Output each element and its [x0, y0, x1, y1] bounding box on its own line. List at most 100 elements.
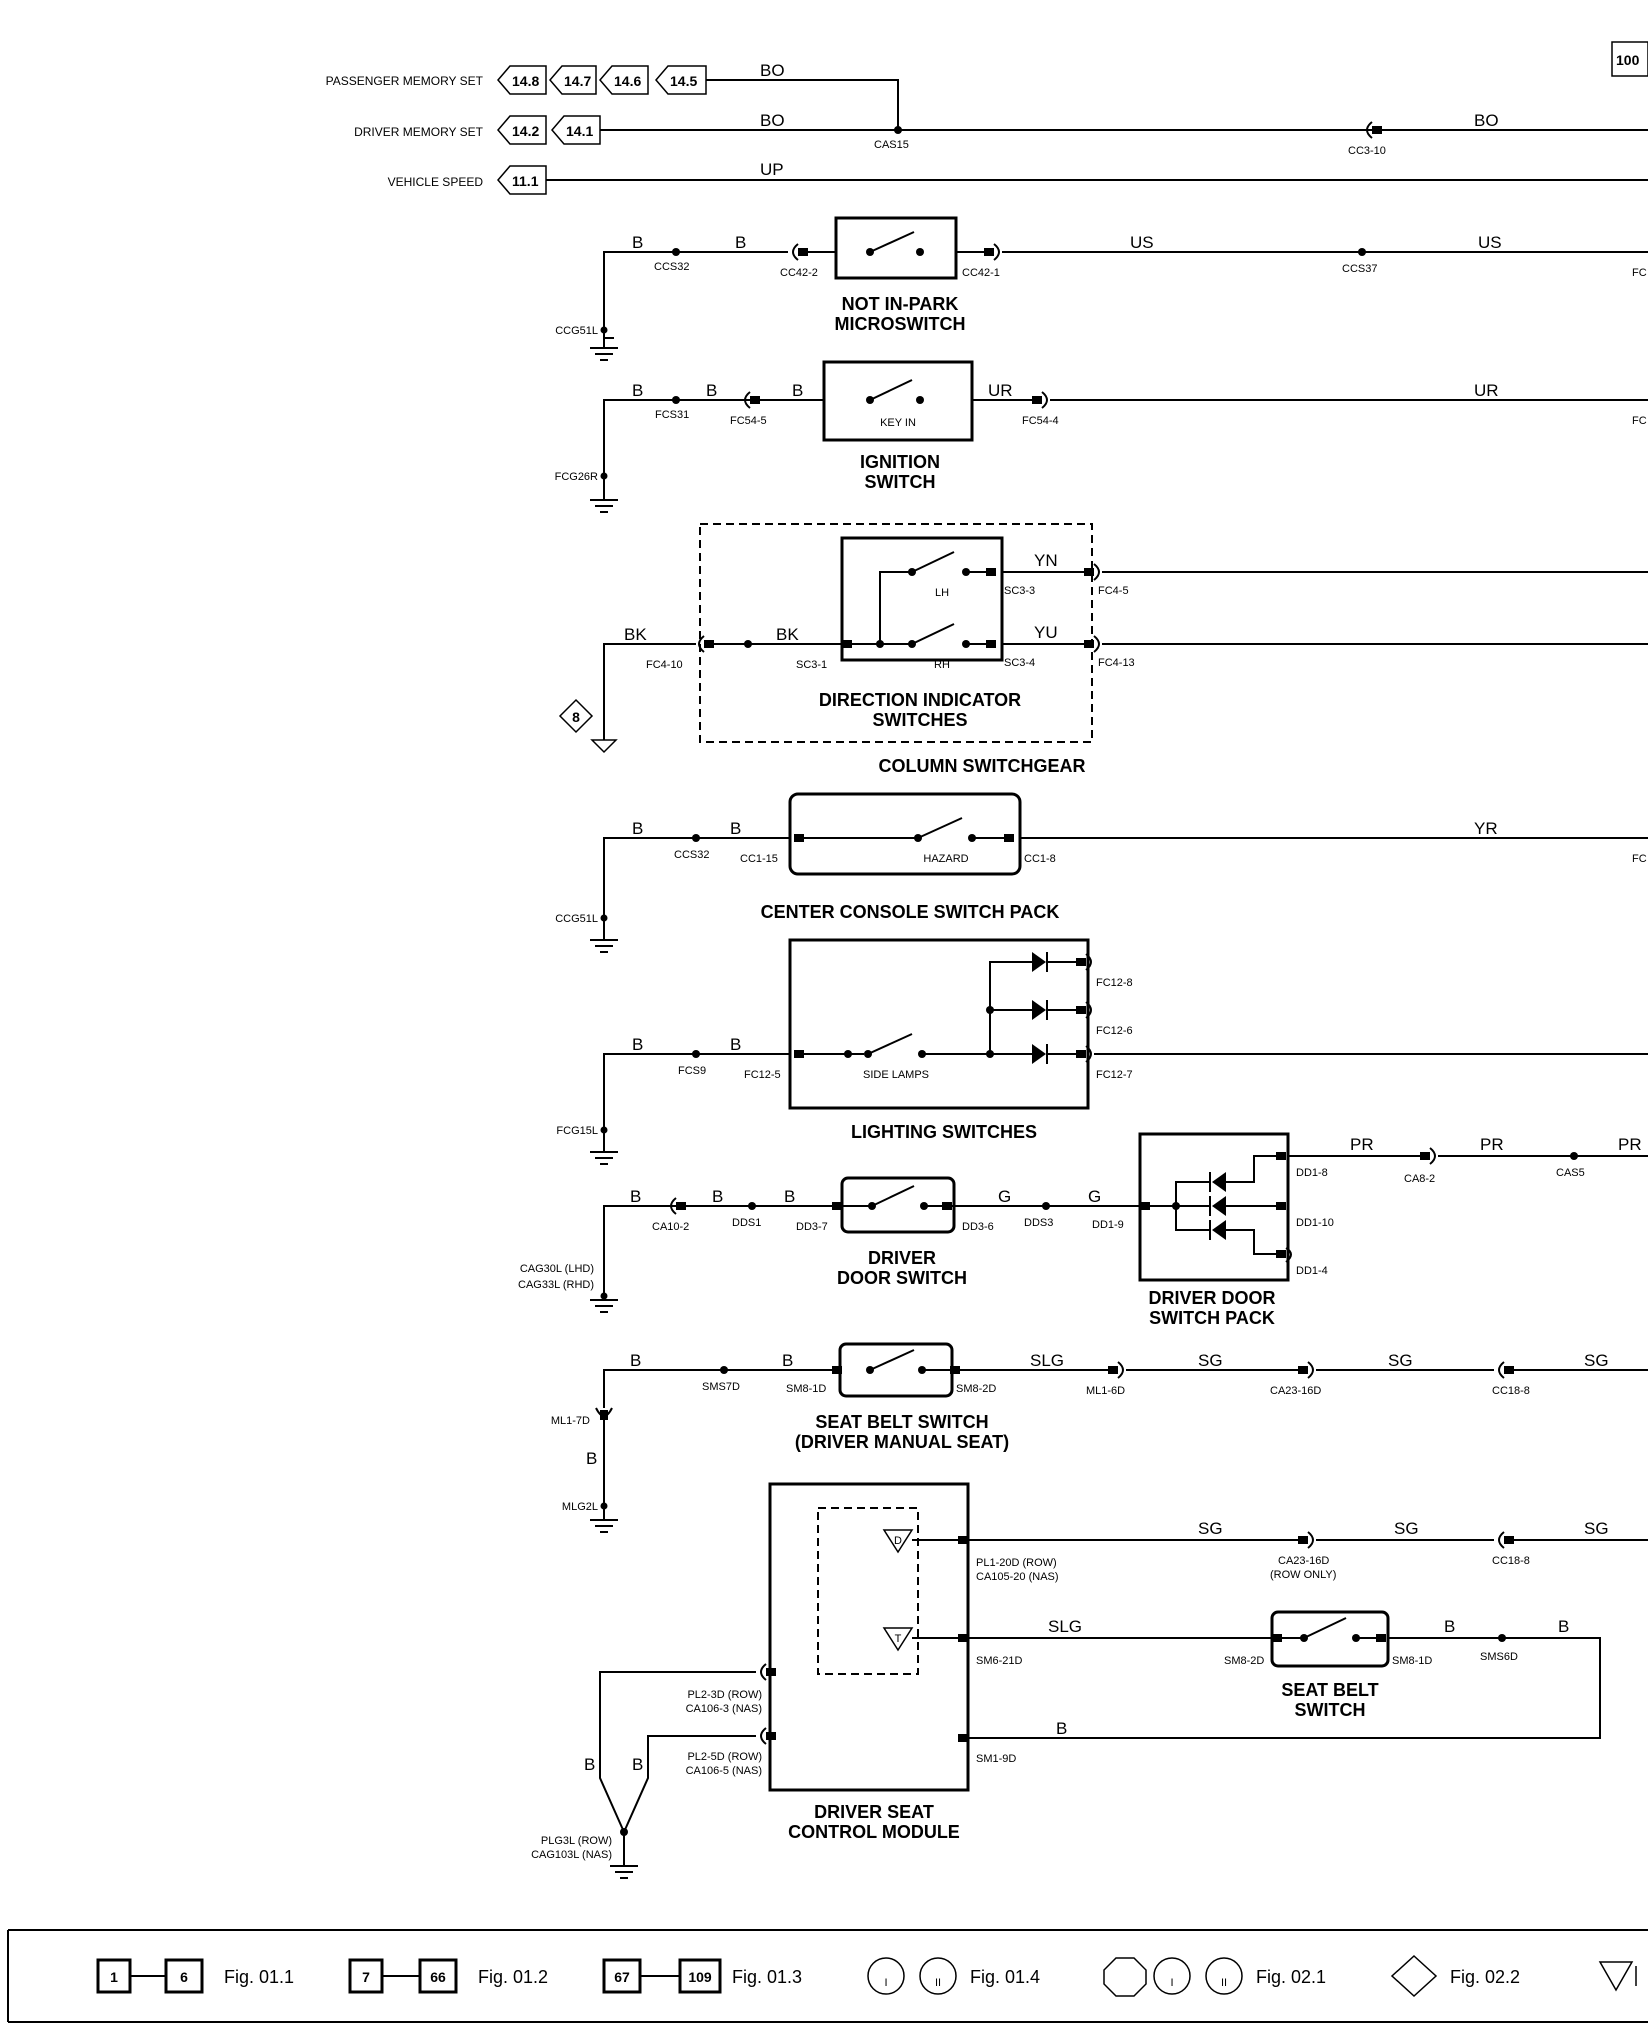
connector-pin — [984, 248, 994, 256]
legend-symbol: I — [1170, 1977, 1173, 1989]
connector-label: SM1-9D — [976, 1753, 1016, 1765]
ref-arrow — [497, 65, 547, 95]
legend-fig: Fig. 01.1 — [224, 1967, 294, 1987]
connector-label: CA23-16D — [1270, 1385, 1321, 1397]
contact-label: HAZARD — [923, 853, 968, 865]
wire-color: SG — [1388, 1351, 1413, 1370]
connector-label: CA106-3 (NAS) — [686, 1703, 762, 1715]
splice-label: CCS32 — [674, 849, 709, 861]
triangle-symbol — [1598, 1961, 1634, 1992]
ref-arrow — [549, 65, 597, 95]
connector-label: DD3-7 — [796, 1221, 828, 1233]
component-title: CENTER CONSOLE SWITCH PACK — [761, 902, 1060, 922]
seat-belt-switch-manual: ML1-7D B MLG2L B SMS7D B SM8-1D SM8-2D S… — [551, 1342, 1648, 1533]
edge-connector-label: FC — [1632, 853, 1647, 865]
splice-label: DDS1 — [732, 1217, 761, 1229]
wire-color: B — [784, 1187, 795, 1206]
wire-color: B — [632, 233, 643, 252]
center-console-switch-pack: CCG51L CCS32 B B CC1-15 HAZARD CC1-8 YR … — [555, 792, 1648, 953]
legend-ref: 7 — [362, 1969, 370, 1985]
splice-label: DDS3 — [1024, 1217, 1053, 1229]
group-title: COLUMN SWITCHGEAR — [879, 756, 1086, 776]
wire-color: B — [632, 1035, 643, 1054]
wire-color: YN — [1034, 551, 1058, 570]
wire-color: B — [584, 1755, 595, 1774]
switch-contact — [867, 1033, 913, 1055]
connector-label: CA8-2 — [1404, 1173, 1435, 1185]
wire-color: B — [735, 233, 746, 252]
connector-label: FC12-7 — [1096, 1069, 1133, 1081]
legend-ref: 1 — [110, 1969, 118, 1985]
component-title: (DRIVER MANUAL SEAT) — [795, 1432, 1009, 1452]
wire-color: SG — [1584, 1519, 1609, 1538]
legend-symbol: II — [935, 1977, 941, 1989]
connector-note: (ROW ONLY) — [1270, 1569, 1336, 1581]
switch-contact — [1303, 1617, 1347, 1639]
connector-label: FC54-5 — [730, 415, 767, 427]
connector-pin — [798, 248, 808, 256]
wire — [603, 399, 824, 490]
legend-item: 67 109 Fig. 01.3 — [602, 1958, 802, 1994]
component-title: LIGHTING SWITCHES — [851, 1122, 1037, 1142]
legend-ref: 67 — [614, 1969, 630, 1985]
wire-color: SG — [1584, 1351, 1609, 1370]
wire-color: SLG — [1030, 1351, 1064, 1370]
edge-connector-label: FC — [1632, 267, 1647, 279]
diode-symbol — [1032, 952, 1046, 972]
vehicle-speed-label: VEHICLE SPEED — [388, 175, 484, 189]
connector-label: SC3-1 — [796, 659, 827, 671]
ref-label: 14.1 — [566, 123, 593, 139]
switch-contact-lh — [911, 551, 955, 573]
component-title: SWITCH — [865, 472, 936, 492]
wire-color: G — [1088, 1187, 1101, 1206]
legend-item: 7 66 Fig. 01.2 — [348, 1958, 548, 1994]
wire-color: B — [630, 1187, 641, 1206]
connector-label: DD3-6 — [962, 1221, 994, 1233]
wire-color: B — [632, 381, 643, 400]
ignition-switch: FCG26R FCS31 B B FC54-5 B KEY IN UR FC54… — [555, 360, 1648, 513]
diode-symbol — [1212, 1172, 1226, 1192]
ref-arrow — [599, 65, 649, 95]
wire — [706, 79, 899, 130]
diode-symbol — [1212, 1196, 1226, 1216]
connector-label: FC12-5 — [744, 1069, 781, 1081]
wire-color: UP — [760, 160, 784, 179]
ground-label: CAG33L (RHD) — [518, 1279, 594, 1291]
component-title: DRIVER — [868, 1248, 936, 1268]
wire-color: SG — [1198, 1351, 1223, 1370]
splice-label: CCS32 — [654, 261, 689, 273]
connector-label: SM8-2D — [956, 1383, 996, 1395]
wire-color: SLG — [1048, 1617, 1082, 1636]
component-title: SWITCHES — [872, 710, 967, 730]
driver-door-switch-pack: DD1-8 DD1-10 DD1-4 PR CA8-2 PR CAS5 PR D… — [1138, 1132, 1648, 1328]
seat-belt-switch: SM8-2D SM8-1D B SMS6D B SEAT BELT SWITCH — [1224, 1610, 1569, 1720]
connector-label: SM6-21D — [976, 1655, 1023, 1667]
connector-label: PL2-3D (ROW) — [687, 1689, 762, 1701]
ground-label: FCG26R — [555, 471, 598, 483]
component-title: DRIVER SEAT — [814, 1802, 934, 1822]
wire-color: SG — [1198, 1519, 1223, 1538]
component-title: IGNITION — [860, 452, 940, 472]
connector-label: FC4-5 — [1098, 585, 1129, 597]
connector-label: SM8-1D — [786, 1383, 826, 1395]
switch-contact — [869, 231, 915, 253]
wire-color: BK — [776, 625, 799, 644]
legend-item: I II Fig. 01.4 — [867, 1957, 1040, 1995]
connector-label: DD1-4 — [1296, 1265, 1328, 1277]
column-switchgear: 8 BK FC4-10 BK SC3-1 LH RH SC3-3 SC3-4 Y… — [558, 523, 1648, 776]
ground-label: FCG15L — [556, 1125, 598, 1137]
page-reference-text: 100 — [1616, 52, 1640, 68]
switch-contact — [869, 1349, 915, 1371]
diode-symbol — [1032, 1044, 1046, 1064]
component-title: SEAT BELT SWITCH — [815, 1412, 988, 1432]
splice-label: CAS5 — [1556, 1167, 1585, 1179]
component-title: SWITCH — [1295, 1700, 1366, 1720]
wire-color: UR — [988, 381, 1013, 400]
wire-color: SG — [1394, 1519, 1419, 1538]
wire-color: B — [782, 1351, 793, 1370]
splice-label: FCS9 — [678, 1065, 706, 1077]
wire-color: B — [730, 819, 741, 838]
connector-label: CC18-8 — [1492, 1385, 1530, 1397]
legend-fig: Fig. 01.3 — [732, 1967, 802, 1987]
